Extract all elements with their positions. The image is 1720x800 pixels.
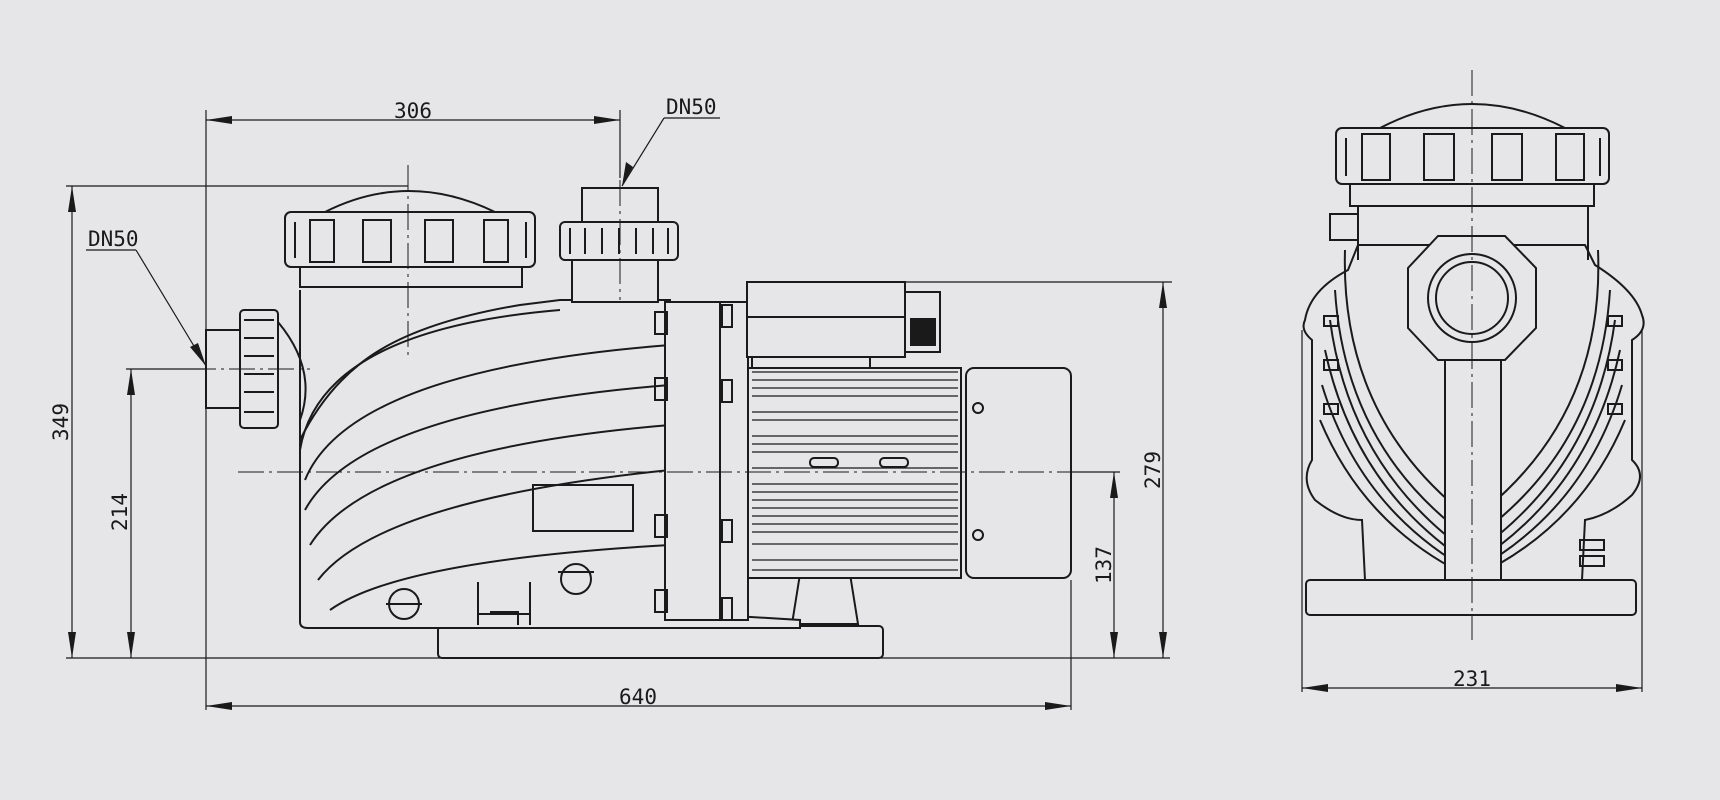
flange-bolts	[654, 304, 733, 621]
end-side-brackets	[1323, 315, 1623, 567]
motor-slot	[879, 457, 909, 468]
end-column	[1444, 329, 1502, 581]
end-dimensions: 231	[1301, 330, 1643, 692]
strainer-lid-dome	[324, 190, 496, 213]
motor-foot	[790, 573, 860, 625]
dn50-outlet-label: DN50	[666, 95, 717, 119]
inlet-union-ribs	[244, 319, 274, 413]
end-view	[1302, 70, 1645, 640]
dim-137-label: 137	[1092, 546, 1116, 584]
dim-306-label: 306	[394, 99, 432, 123]
pump-housing	[299, 290, 801, 629]
seal-plate	[664, 301, 721, 621]
fan-cover-screw	[972, 529, 984, 541]
fan-cover	[965, 367, 1072, 579]
cable-gland	[910, 318, 936, 346]
end-side-lug	[1329, 213, 1359, 241]
dn50-inlet-label: DN50	[88, 227, 139, 251]
inlet-neck	[277, 321, 307, 421]
terminal-box	[746, 316, 906, 358]
lid-ribs	[294, 219, 527, 263]
lid-collar	[299, 266, 523, 288]
motor-slot	[809, 457, 839, 468]
motor-fins	[752, 371, 958, 571]
strainer-curves	[299, 309, 671, 611]
fan-cover-screw	[972, 402, 984, 414]
front-dimensions: 306 640 349 214 279 137 DN50	[49, 95, 1172, 710]
end-lid-ribs	[1345, 133, 1601, 181]
base-plate	[437, 625, 884, 659]
dim-640-label: 640	[619, 685, 657, 709]
drain-plugs	[386, 563, 594, 620]
outlet-union-ribs	[569, 228, 669, 254]
dim-349-label: 349	[49, 403, 73, 441]
seal-plate-flange	[719, 301, 749, 621]
terminal-box-lid	[746, 281, 906, 318]
dim-279-label: 279	[1141, 451, 1165, 489]
end-base-plate	[1305, 579, 1637, 616]
base-bracket	[477, 582, 531, 625]
motor-body	[747, 367, 962, 579]
front-view	[190, 165, 1110, 659]
dim-214-label: 214	[108, 493, 132, 531]
nameplate	[532, 484, 634, 532]
dim-231-label: 231	[1453, 667, 1491, 691]
